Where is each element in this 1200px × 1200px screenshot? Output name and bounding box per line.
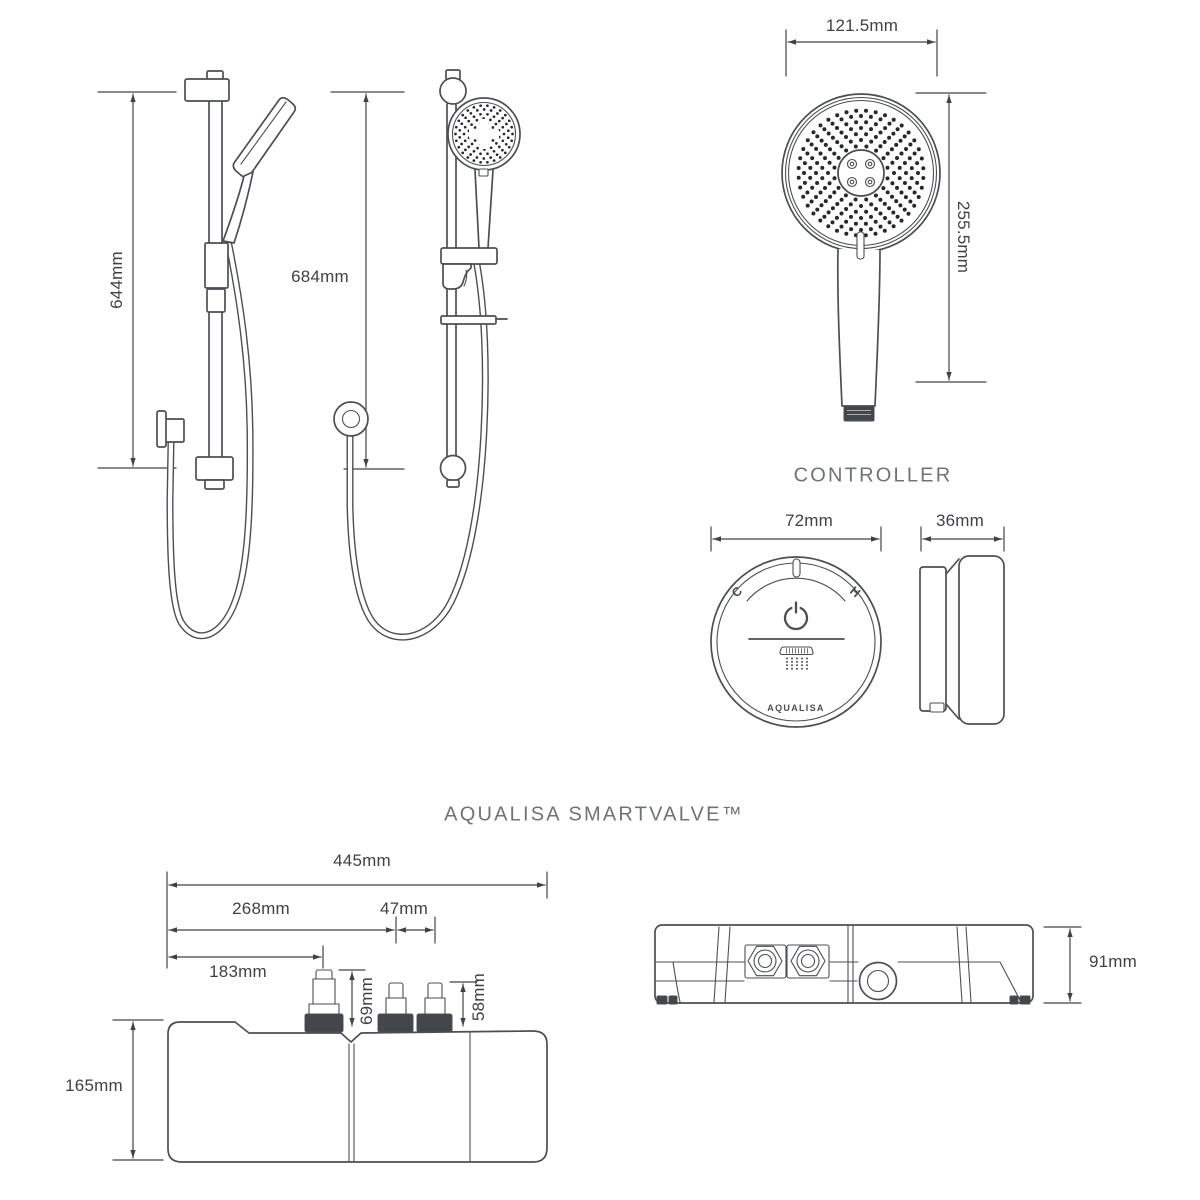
valve-outlet-offset-label: 183mm xyxy=(209,962,267,981)
outlet-spigot xyxy=(304,969,344,1033)
rail-side-height-label: 644mm xyxy=(107,251,126,309)
smartvalve-title: AQUALISA SMARTVALVE™ xyxy=(444,803,744,826)
rail-bottom-finial xyxy=(439,454,467,482)
controller-face xyxy=(710,556,882,728)
rail-bottom-bracket xyxy=(195,456,234,481)
hub-screws xyxy=(846,158,876,188)
controller-title: CONTROLLER xyxy=(793,464,953,487)
controller-depth-dimension xyxy=(920,526,1005,552)
valve-front-dimensions xyxy=(112,871,548,1161)
valve-inlet-offset-label: 268mm xyxy=(232,899,290,918)
slider-clamp xyxy=(440,315,497,325)
valve-outlet-height-label: 69mm xyxy=(357,976,376,1026)
hose-wall-elbow xyxy=(164,418,185,443)
brand-label: AQUALISA xyxy=(767,703,824,713)
valve-top-view-drawing xyxy=(654,924,1034,1005)
handset-height-dimension xyxy=(915,92,987,383)
outlet-port xyxy=(858,961,898,1001)
hose-wall-outlet xyxy=(333,401,369,437)
valve-inlet-spacing-label: 47mm xyxy=(379,899,429,918)
handset-width-dimension xyxy=(785,29,938,77)
power-icon xyxy=(783,601,809,631)
spray-dot-pattern xyxy=(796,108,926,238)
temperature-tick xyxy=(792,558,801,578)
handset-handle-side xyxy=(222,171,254,244)
handset-width-label: 121.5mm xyxy=(825,16,899,35)
controller-depth-label: 36mm xyxy=(935,511,985,530)
valve-inlet-height-label: 58mm xyxy=(469,972,488,1022)
temperature-arc xyxy=(746,577,846,602)
valve-body-height-label: 165mm xyxy=(65,1076,123,1095)
inlet-spigot xyxy=(416,982,453,1033)
handset-head-side xyxy=(232,96,297,179)
inlet-nut xyxy=(744,944,787,979)
handset-holder xyxy=(440,247,498,265)
valve-body xyxy=(167,1021,548,1163)
controller-width-dimension xyxy=(710,526,882,552)
rail-side-height-dimension xyxy=(97,91,177,469)
valve-overall-width-label: 445mm xyxy=(333,851,391,870)
inlet-spigot xyxy=(377,982,414,1033)
rail-front-height-label: 684mm xyxy=(291,267,349,286)
valve-body-top xyxy=(654,924,1034,1004)
valve-front-view-drawing xyxy=(167,969,548,1163)
rail-top-finial xyxy=(439,77,467,105)
controller-side-view-drawing xyxy=(919,555,1005,725)
controller-backplate-side xyxy=(919,566,947,712)
controller-width-label: 72mm xyxy=(784,511,834,530)
shower-spray-icon xyxy=(779,646,814,670)
hose-connector xyxy=(843,405,875,422)
rail-kit-side-view-drawing xyxy=(156,70,297,640)
mode-lever xyxy=(856,231,865,260)
handset-height-label: 255.5mm xyxy=(954,200,973,274)
rail-front-height-dimension xyxy=(330,91,405,470)
centre-hub xyxy=(837,149,885,197)
controller-knob-side xyxy=(958,555,1005,725)
rail-kit-front-view-drawing xyxy=(333,69,521,641)
spray-dot-pattern xyxy=(454,104,514,164)
valve-body-depth-label: 91mm xyxy=(1088,952,1138,971)
controller-face-drawing: C H AQUALISA xyxy=(710,556,882,728)
handset-handle xyxy=(836,248,881,407)
slider-bracket xyxy=(204,242,229,289)
head-centre-cross xyxy=(469,119,499,149)
inlet-nut xyxy=(786,944,830,979)
valve-top-depth-dimension xyxy=(1043,926,1082,1004)
handset-drawing xyxy=(781,93,941,422)
